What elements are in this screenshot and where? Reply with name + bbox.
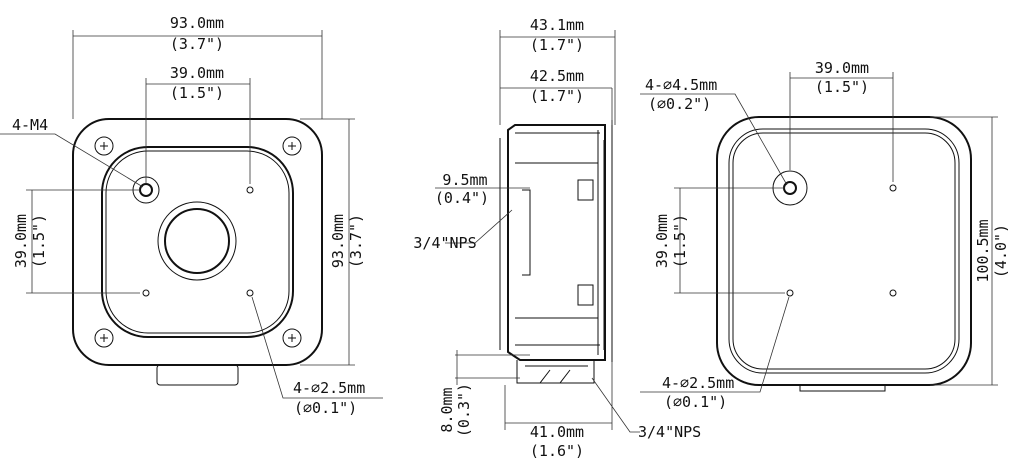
bottom-port-label: 3/4"NPS [638, 423, 701, 441]
side-port-label: 3/4"NPS [413, 234, 476, 252]
side-bottom-height-in: (0.3") [455, 383, 473, 437]
center-port-icon [157, 201, 237, 281]
side-port-offset-mm: 9.5mm [442, 171, 487, 189]
side-port-offset-in: (0.4") [435, 189, 489, 207]
back-large-hole-mm: 4-∅4.5mm [645, 76, 717, 94]
side-bottom-height-mm: 8.0mm [438, 387, 456, 432]
side-depth-inner-in: (1.7") [530, 87, 584, 105]
front-hole-dia-in: (∅0.1") [294, 399, 357, 417]
front-hole-dia-mm: 4-∅2.5mm [293, 379, 365, 397]
back-hole-dia-mm: 4-∅2.5mm [662, 374, 734, 392]
front-view: 93.0mm (3.7") 39.0mm (1.5") 39.0mm (1.5"… [0, 14, 383, 417]
back-hole-spacing-h-in: (1.5") [815, 78, 869, 96]
back-hole-spacing-h-mm: 39.0mm [815, 59, 869, 77]
back-bottom-tab [799, 384, 886, 392]
side-body [507, 124, 606, 361]
back-large-hole-in: (∅0.2") [648, 95, 711, 113]
front-height-mm: 93.0mm [329, 214, 347, 268]
back-hole-spacing-v-mm: 39.0mm [653, 214, 671, 268]
back-hole-spacing-v-in: (1.5") [671, 214, 689, 268]
back-outer-body [716, 116, 972, 386]
side-depth-outer-in: (1.7") [530, 36, 584, 54]
front-hole-spacing-h-mm: 39.0mm [170, 64, 224, 82]
back-height-mm: 100.5mm [974, 219, 992, 282]
front-height-in: (3.7") [347, 214, 365, 268]
side-bottom-width-mm: 41.0mm [530, 423, 584, 441]
back-hole-dia-in: (∅0.1") [664, 393, 727, 411]
screw-icons [94, 136, 302, 348]
front-inner-recess [101, 146, 294, 338]
front-bottom-tab [156, 364, 239, 386]
back-height-in: (4.0") [992, 224, 1010, 278]
front-outer-body [72, 118, 323, 366]
front-hole-spacing-h-in: (1.5") [170, 84, 224, 102]
side-depth-inner-mm: 42.5mm [530, 67, 584, 85]
side-depth-outer-mm: 43.1mm [530, 16, 584, 34]
front-hole-spacing-v-mm: 39.0mm [12, 214, 30, 268]
m4-thread-label: 4-M4 [12, 116, 48, 134]
back-view: 39.0mm (1.5") 4-∅4.5mm (∅0.2") 39.0mm (1… [640, 59, 1010, 411]
front-hole-spacing-v-in: (1.5") [30, 214, 48, 268]
side-view: 43.1mm (1.7") 42.5mm (1.7") 9.5mm (0.4")… [413, 16, 701, 460]
front-width-mm: 93.0mm [170, 14, 224, 32]
side-bottom-width-in: (1.6") [530, 442, 584, 460]
front-width-in: (3.7") [170, 35, 224, 53]
